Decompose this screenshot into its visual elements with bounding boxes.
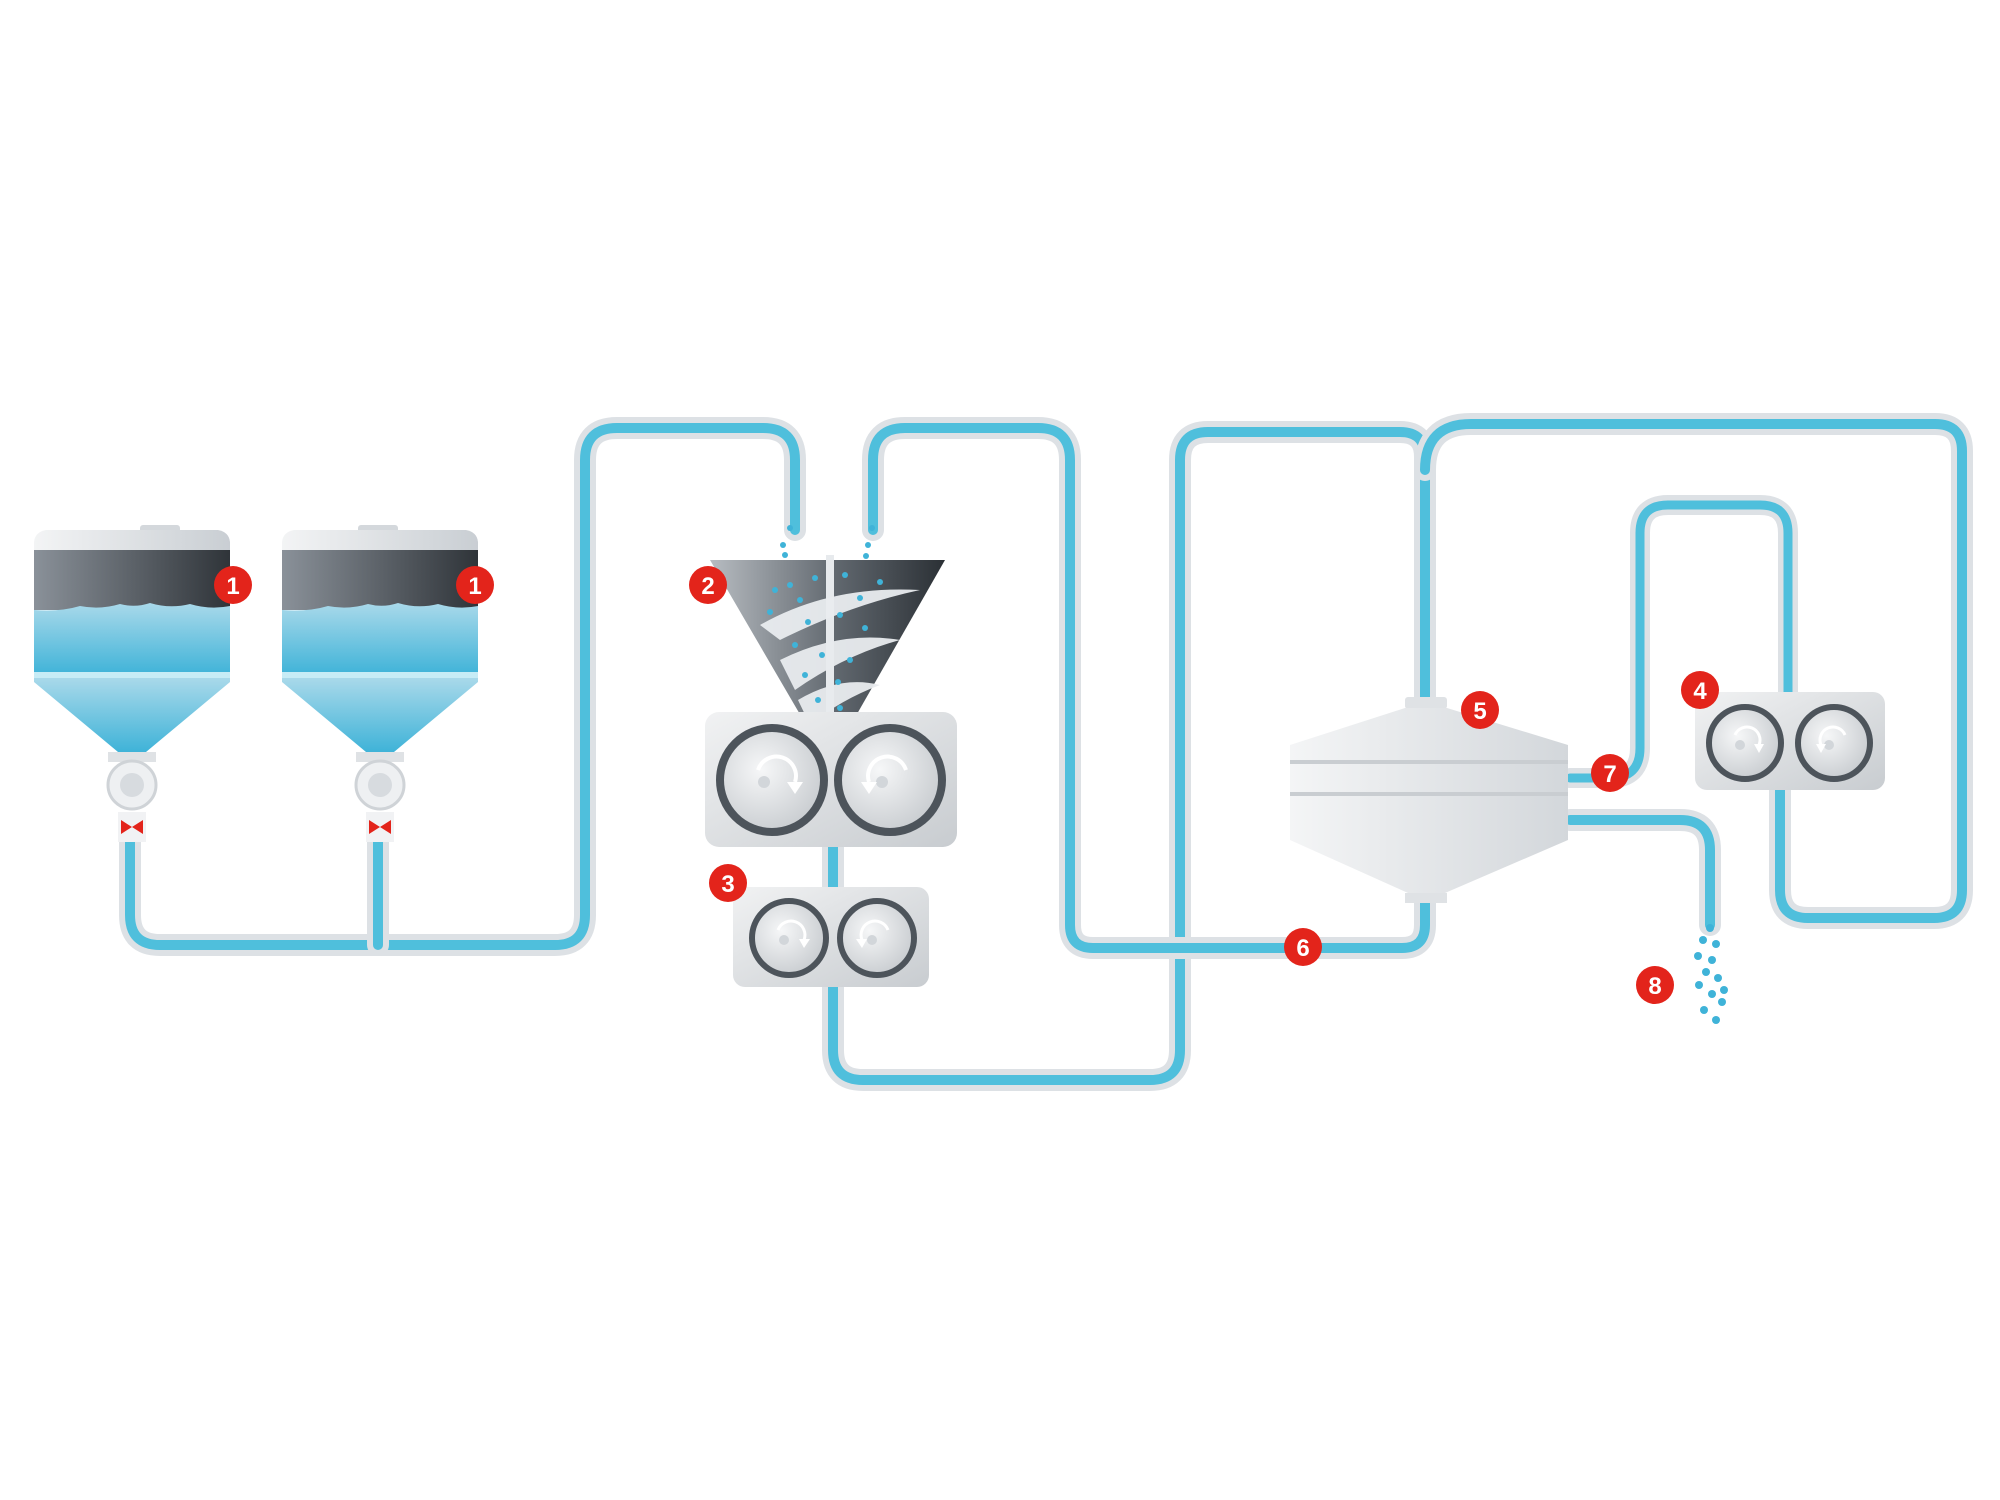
valve-icon (369, 820, 391, 834)
svg-text:2: 2 (701, 573, 714, 600)
rotation-arrow-icon (776, 919, 890, 941)
svg-text:8: 8 (1648, 973, 1661, 1000)
silo-right (282, 525, 478, 842)
svg-text:7: 7 (1603, 761, 1616, 788)
roll-mill-main (705, 712, 957, 847)
svg-text:3: 3 (721, 871, 734, 898)
particle-icon (1694, 924, 1728, 1024)
pipe-crusher-outlet (822, 421, 1436, 1091)
crusher (733, 887, 929, 987)
pipe-silo-collector (119, 417, 806, 956)
marker-4: 4 (1681, 671, 1719, 709)
marker-1-right: 1 (456, 566, 494, 604)
marker-8: 8 (1636, 966, 1674, 1004)
svg-text:1: 1 (468, 573, 481, 600)
refiner (1695, 692, 1885, 790)
rotation-arrow-icon (756, 754, 908, 783)
pipe-product (1559, 809, 1721, 936)
svg-text:5: 5 (1473, 698, 1486, 725)
marker-1-left: 1 (214, 566, 252, 604)
marker-5: 5 (1461, 691, 1499, 729)
pipe-network (119, 413, 1973, 1091)
svg-text:1: 1 (226, 573, 239, 600)
rotation-arrow-icon (1733, 725, 1847, 746)
pipe-fine-return (862, 417, 1436, 959)
separator (1290, 697, 1568, 903)
pipe-refiner-return (1414, 413, 1973, 929)
pipe-coarse (1560, 495, 1798, 788)
marker-3: 3 (709, 864, 747, 902)
marker-7: 7 (1591, 754, 1629, 792)
valve-icon (121, 820, 143, 834)
svg-text:4: 4 (1693, 678, 1707, 705)
marker-6: 6 (1284, 928, 1322, 966)
svg-text:6: 6 (1296, 935, 1309, 962)
silo-left (34, 525, 230, 842)
marker-2: 2 (689, 566, 727, 604)
